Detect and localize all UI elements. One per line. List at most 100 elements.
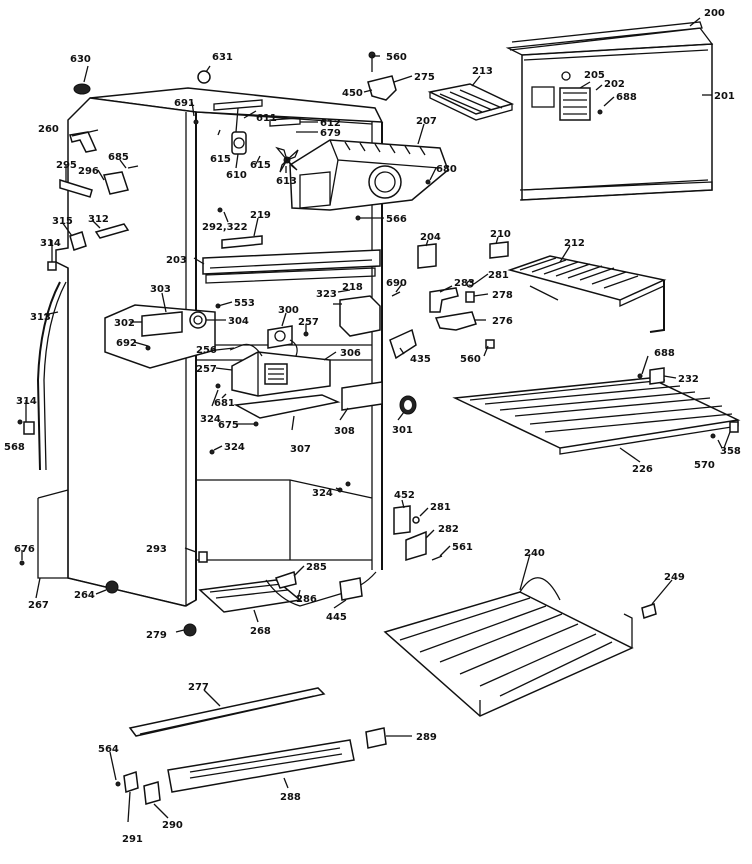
control-cover-307 (233, 394, 341, 419)
center-hinge (429, 280, 477, 331)
label-314b: 314 (16, 396, 37, 407)
part-676 (19, 560, 25, 566)
label-612: 612 (320, 118, 341, 129)
screw-561 (431, 555, 443, 561)
part-688b (637, 373, 643, 379)
label-264: 264 (74, 590, 95, 601)
label-564: 564 (98, 744, 119, 755)
label-630: 630 (70, 54, 91, 65)
label-210: 210 (490, 229, 511, 240)
label-323: 323 (316, 289, 337, 300)
label-561: 561 (452, 542, 473, 553)
basket-240 (383, 577, 634, 717)
label-560a: 560 (386, 52, 407, 63)
label-615b: 615 (250, 160, 271, 171)
part-445 (339, 577, 363, 601)
label-286: 286 (296, 594, 317, 605)
part-290 (143, 781, 161, 805)
drain-tube (36, 281, 61, 471)
label-306: 306 (340, 348, 361, 359)
wire-harness (265, 571, 377, 607)
freezer-door-panel (505, 21, 714, 201)
label-570: 570 (694, 460, 715, 471)
label-213: 213 (472, 66, 493, 77)
label-268: 268 (250, 626, 271, 637)
label-288: 288 (280, 792, 301, 803)
label-257a: 257 (298, 317, 319, 328)
part-570 (710, 433, 716, 439)
label-207: 207 (416, 116, 437, 127)
label-324a: 324 (200, 414, 221, 425)
part-631 (197, 70, 211, 84)
label-279: 279 (146, 630, 167, 641)
part-249 (641, 603, 657, 619)
fan-motor-assembly (213, 99, 301, 173)
hinge-452 (393, 505, 411, 535)
label-260: 260 (38, 124, 59, 135)
label-681: 681 (214, 398, 235, 409)
shelf-226 (452, 377, 741, 455)
control-housing (104, 304, 216, 369)
leveler-278 (183, 623, 197, 637)
label-267: 267 (28, 600, 49, 611)
label-218: 218 (342, 282, 363, 293)
label-300: 300 (278, 305, 299, 316)
cold-control-306 (229, 339, 331, 397)
label-676: 676 (14, 544, 35, 555)
label-205: 205 (584, 70, 605, 81)
shelf-212 (507, 255, 667, 333)
hinge-204 (417, 243, 437, 269)
label-445: 445 (326, 612, 347, 623)
label-249: 249 (664, 572, 685, 583)
label-560b: 560 (460, 354, 481, 365)
label-202: 202 (604, 79, 625, 90)
label-285: 285 (306, 562, 327, 573)
label-324b: 324 (224, 442, 245, 453)
screw-560b (485, 339, 495, 349)
part-630 (73, 83, 91, 95)
label-566: 566 (386, 214, 407, 225)
label-631: 631 (212, 52, 233, 63)
label-278: 278 (492, 290, 513, 301)
part-312 (94, 223, 130, 239)
label-232: 232 (678, 374, 699, 385)
label-312: 312 (88, 214, 109, 225)
label-291: 291 (122, 834, 143, 845)
leader-lines (21, 17, 731, 823)
label-308: 308 (334, 426, 355, 437)
label-688b: 688 (654, 348, 675, 359)
part-289 (365, 727, 387, 749)
label-450: 450 (342, 88, 363, 99)
label-276: 276 (492, 316, 513, 327)
top-hinge (367, 75, 397, 101)
label-553: 553 (234, 298, 255, 309)
label-283: 283 (454, 278, 475, 289)
label-313: 313 (30, 312, 51, 323)
callout-labels: 200 201 202 203 204 205 207 210 212 213 … (4, 8, 741, 845)
part-293 (198, 551, 208, 563)
thermostat-300 (267, 325, 293, 349)
bracket-308 (341, 381, 383, 411)
part-435 (389, 328, 417, 360)
part-285 (275, 571, 297, 589)
label-675: 675 (218, 420, 239, 431)
label-358: 358 (720, 446, 741, 457)
label-290: 290 (162, 820, 183, 831)
label-688a: 688 (616, 92, 637, 103)
breaker-strip (202, 249, 381, 284)
label-568: 568 (4, 442, 25, 453)
label-281b: 281 (430, 502, 451, 513)
label-613: 613 (276, 176, 297, 187)
label-680: 680 (436, 164, 457, 175)
label-200: 200 (704, 8, 725, 19)
part-291 (123, 770, 139, 794)
label-296: 296 (78, 166, 99, 177)
label-275: 275 (414, 72, 435, 83)
label-302: 302 (114, 318, 135, 329)
part-315 (69, 231, 87, 251)
part-314b (23, 421, 35, 435)
rail-277 (128, 687, 326, 737)
part-685 (127, 165, 139, 169)
label-679: 679 (320, 128, 341, 139)
